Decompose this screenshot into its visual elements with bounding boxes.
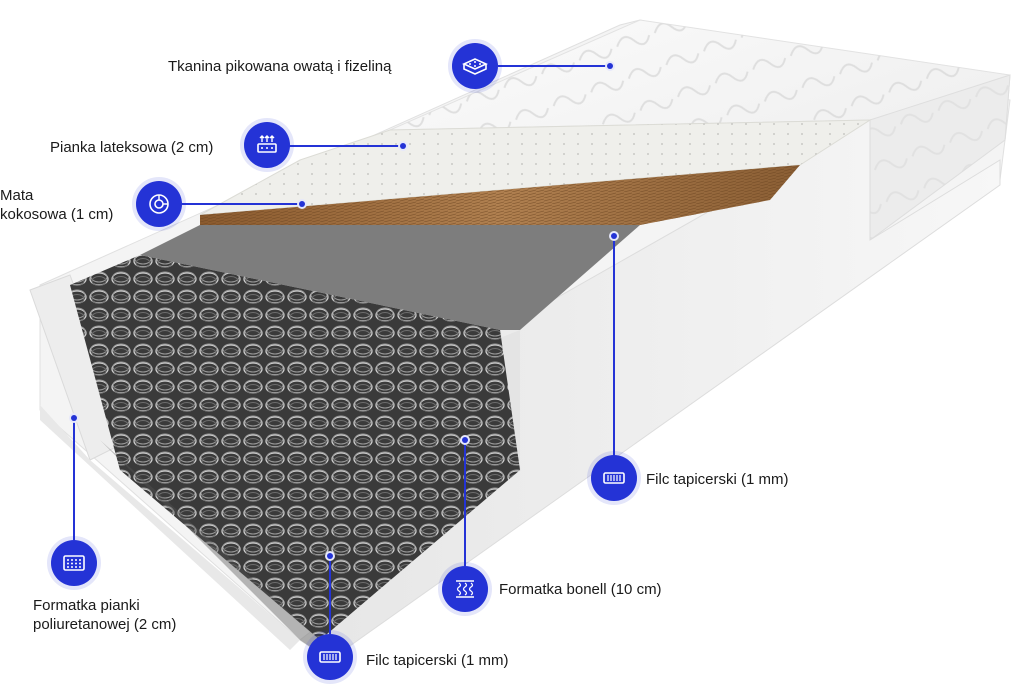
badge-latex-foam: [244, 122, 290, 168]
label-felt-bottom: Filc tapicerski (1 mm): [366, 652, 509, 669]
felt-icon: [603, 472, 625, 484]
pu-foam-icon: [63, 555, 85, 571]
label-pu-foam-text: Formatka pianki poliuretanowej (2 cm): [33, 597, 177, 633]
spring-unit: [70, 255, 520, 640]
label-latex-foam: Pianka lateksowa (2 cm): [50, 139, 214, 156]
label-felt-top: Filc tapicerski (1 mm): [646, 471, 789, 488]
target-dots: [69, 61, 619, 561]
label-pu-foam: Formatka pianki poliuretanowej (2 cm): [33, 596, 176, 634]
felt-layer: [140, 225, 640, 330]
label-quilted-fabric: Tkanina pikowana owatą i fizeliną: [168, 58, 392, 75]
bonell-springs-icon: [456, 580, 474, 598]
latex-foam-icon: [257, 135, 277, 153]
badge-felt-bottom: [307, 634, 353, 680]
badge-quilted-fabric: [452, 43, 498, 89]
badge-bonell-springs: [442, 566, 488, 612]
coconut-mat-icon: [149, 194, 169, 214]
label-bonell-springs: Formatka bonell (10 cm): [499, 581, 662, 598]
quilted-fabric-icon: [462, 58, 488, 75]
felt-icon: [319, 651, 341, 663]
label-coconut-mat-text: Mata kokosowa (1 cm): [0, 187, 114, 223]
label-coconut-mat: Mata kokosowa (1 cm): [0, 186, 113, 224]
badge-pu-foam: [51, 540, 97, 586]
badge-felt-top: [591, 455, 637, 501]
leader-lines: [73, 65, 615, 634]
badge-coconut-mat: [136, 181, 182, 227]
